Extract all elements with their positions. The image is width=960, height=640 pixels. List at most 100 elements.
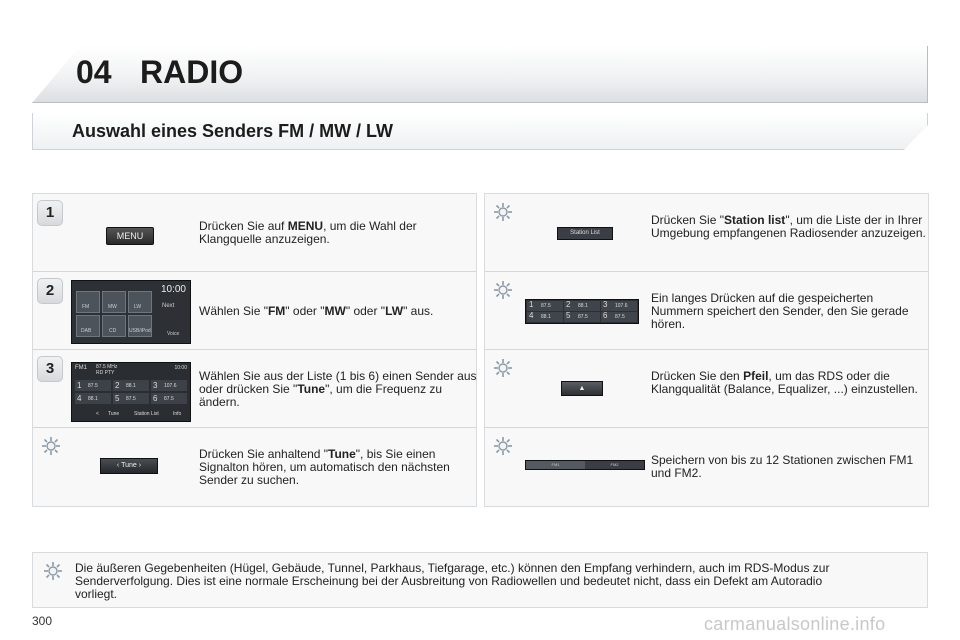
tile-cd (102, 315, 126, 337)
preset-number: 6 (603, 311, 608, 320)
tip-sun-icon (494, 281, 512, 299)
right-steps-panel: Station List Drücken Sie "Station list",… (484, 193, 929, 507)
preset-value: 107.6 (164, 383, 177, 389)
step-1: 1 MENU Drücken Sie auf MENU, um die Wahl… (33, 194, 476, 272)
preset-cell (75, 393, 111, 404)
preset-value: 87.5 (88, 383, 98, 389)
tile-usb (128, 315, 152, 337)
step-description: Drücken Sie anhaltend "Tune", bis Sie ei… (199, 447, 450, 487)
preset-number: 1 (529, 300, 534, 309)
tip-tune: ‹ Tune › Drücken Sie anhaltend "Tune", b… (33, 428, 476, 505)
preset-cell (113, 380, 149, 391)
preset-cell (564, 301, 600, 311)
tab-fm2: FM2 (610, 462, 619, 467)
tile-lw (128, 291, 152, 313)
preset-number: 2 (115, 381, 120, 390)
preset-value: 88.1 (126, 383, 136, 389)
tile-label: CD (109, 328, 117, 334)
bar-tune: Tune (108, 411, 120, 417)
tune-label: Tune (121, 462, 137, 469)
tile-dab (76, 315, 100, 337)
preset-cell (527, 301, 563, 311)
section-header-bar (32, 113, 928, 150)
note-box: Die äußeren Gegebenheiten (Hügel, Gebäud… (32, 552, 928, 608)
tune-button-image: ‹ Tune › (100, 458, 158, 474)
preset-cell (75, 380, 111, 391)
chapter-number: 04 (76, 54, 112, 90)
preset-number: 3 (603, 300, 608, 309)
preset-value: 88.1 (578, 303, 588, 309)
note-text: Die äußeren Gegebenheiten (Hügel, Gebäud… (75, 561, 830, 601)
menu-button-image: MENU (106, 227, 154, 245)
voice-label: Voice (167, 331, 180, 337)
rds-label: RD PTY (96, 370, 115, 376)
preset-number: 2 (566, 300, 571, 309)
frequency-label: 87.5 MHz (96, 364, 118, 370)
station-preset-screenshot: FM1 87.5 MHz RD PTY 10:00 1 2 3 4 5 6 87… (71, 362, 191, 422)
bar-station-list: Station List (134, 411, 159, 417)
step-description: Drücken Sie auf MENU, um die Wahl der Kl… (199, 219, 417, 246)
step-description: Wählen Sie aus der Liste (1 bis 6) einen… (199, 369, 477, 409)
tip-station-list: Station List Drücken Sie "Station list",… (485, 194, 928, 272)
step-number-badge: 2 (37, 278, 63, 304)
section-title: Auswahl eines Senders FM / MW / LW (72, 121, 394, 141)
preset-value: 88.1 (88, 396, 98, 402)
step-description: Ein langes Drücken auf die gespeicherten… (651, 291, 909, 331)
preset-cell (113, 393, 149, 404)
preset-number: 5 (566, 311, 571, 320)
preset-value: 107.6 (615, 303, 628, 309)
tile-label: DAB (81, 328, 92, 334)
preset-cell (601, 301, 637, 311)
step-number-badge: 1 (37, 200, 63, 226)
chapter-header-bar (32, 46, 928, 103)
preset-grid-image: 1 2 3 4 5 6 87.5 88.1 107.6 88.1 87.5 87… (525, 299, 639, 324)
next-label: Next (162, 303, 175, 309)
tip-sun-icon (42, 437, 60, 455)
station-list-button-image: Station List (557, 227, 613, 240)
preset-number: 6 (153, 394, 158, 403)
preset-cell (601, 312, 637, 322)
preset-number: 5 (115, 394, 120, 403)
tile-label: USB/iPod (129, 328, 151, 334)
step-number-badge: 3 (37, 356, 63, 382)
preset-number: 1 (77, 381, 82, 390)
clock-display: 10:00 (160, 284, 186, 295)
tile-fm (76, 291, 100, 313)
tab-fm1: FM1 (526, 461, 585, 469)
preset-number: 3 (153, 381, 158, 390)
chapter-title: RADIO (140, 54, 244, 90)
bar-prev: < (96, 411, 99, 417)
preset-number: 4 (529, 311, 534, 320)
tile-mw (102, 291, 126, 313)
watermark: carmanualsonline.info (704, 614, 886, 634)
step-description: Drücken Sie den Pfeil, um das RDS oder d… (651, 369, 918, 396)
preset-cell (564, 312, 600, 322)
step-2: 2 10:00 FM MW LW DAB CD USB/iPod Next Vo… (33, 272, 476, 350)
tip-fm-banks: FM1 FM2 Speichern von bis zu 12 Statione… (485, 428, 928, 505)
preset-cell (151, 380, 187, 391)
preset-value: 87.5 (578, 314, 588, 320)
arrow-button-image: ▲ (561, 381, 603, 396)
clock-display: 10:00 (174, 365, 187, 371)
preset-value: 87.5 (541, 303, 551, 309)
bar-info: Info (173, 411, 182, 417)
page-number: 300 (32, 614, 53, 628)
tip-arrow: ▲ Drücken Sie den Pfeil, um das RDS oder… (485, 350, 928, 428)
preset-value: 88.1 (541, 314, 551, 320)
preset-value: 87.5 (615, 314, 625, 320)
tip-sun-icon (494, 203, 512, 221)
step-description: Drücken Sie "Station list", um die Liste… (651, 213, 926, 240)
source-menu-screenshot: 10:00 FM MW LW DAB CD USB/iPod Next Voic… (71, 280, 191, 344)
tile-label: FM (82, 304, 90, 310)
tip-sun-icon (494, 359, 512, 377)
preset-cell (151, 393, 187, 404)
tile-label: MW (108, 304, 117, 310)
tip-preset-store: 1 2 3 4 5 6 87.5 88.1 107.6 88.1 87.5 87… (485, 272, 928, 350)
tile-label: LW (134, 304, 142, 310)
tip-sun-icon (494, 437, 512, 455)
step-description: Speichern von bis zu 12 Stationen zwisch… (651, 453, 914, 480)
preset-cell (527, 312, 563, 322)
tip-sun-icon (44, 562, 62, 580)
band-label: FM1 (75, 365, 87, 371)
left-steps-panel: 1 MENU Drücken Sie auf MENU, um die Wahl… (32, 193, 477, 507)
